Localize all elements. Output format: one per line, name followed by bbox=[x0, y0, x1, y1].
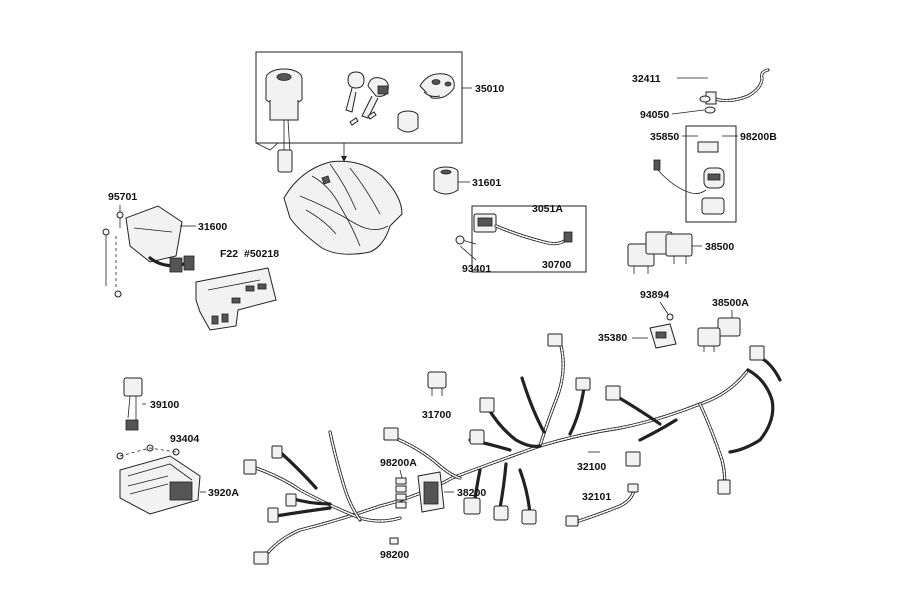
label-31600: 31600 bbox=[198, 221, 227, 233]
label-32100: 32100 bbox=[577, 461, 606, 473]
label-3920A: 3920A bbox=[208, 487, 239, 499]
part-31700: 31700 bbox=[422, 371, 451, 421]
key-icon bbox=[345, 71, 365, 113]
label-F22: F22 bbox=[220, 248, 238, 260]
ignition-switch-kit: 35010 bbox=[255, 51, 504, 173]
relay-38500A-group: 93894 38500A 35380 bbox=[598, 289, 749, 352]
label-31700: 31700 bbox=[422, 409, 451, 421]
label-98200: 98200 bbox=[380, 549, 409, 561]
relay-38500: 38500 bbox=[627, 231, 734, 274]
label-38500A: 38500A bbox=[712, 297, 749, 309]
label-3051A: 3051A bbox=[532, 203, 563, 215]
handlebar-cover bbox=[283, 160, 403, 255]
part-39100: 39100 bbox=[123, 377, 179, 431]
label-50218: #50218 bbox=[244, 248, 279, 260]
label-32101: 32101 bbox=[582, 491, 611, 503]
label-93401: 93401 bbox=[462, 263, 491, 275]
label-95701: 95701 bbox=[108, 191, 137, 203]
label-93894: 93894 bbox=[640, 289, 669, 301]
main-wire-harness: 32100 bbox=[243, 333, 782, 565]
ecu-group: 93404 3920A bbox=[116, 433, 239, 515]
label-31601: 31601 bbox=[472, 177, 501, 189]
label-38500: 38500 bbox=[705, 241, 734, 253]
label-98200A: 98200A bbox=[380, 457, 417, 469]
key-icon bbox=[361, 77, 389, 119]
label-35850: 35850 bbox=[650, 131, 679, 143]
sensor-lead-group: 3051A 30700 93401 bbox=[455, 203, 587, 275]
sub-harness-32101: 32101 bbox=[565, 483, 639, 527]
label-98200B: 98200B bbox=[740, 131, 777, 143]
part-31601: 31601 bbox=[433, 166, 501, 195]
label-35010: 35010 bbox=[475, 83, 504, 95]
label-39100: 39100 bbox=[150, 399, 179, 411]
label-32411: 32411 bbox=[632, 73, 661, 85]
label-93404: 93404 bbox=[170, 433, 199, 445]
label-35380: 35380 bbox=[598, 332, 627, 344]
starter-relay-group: 32411 94050 35850 98200B bbox=[632, 68, 777, 223]
cdi-bracket-group: 95701 31600 F22 #50218 bbox=[102, 191, 279, 331]
fuse-box-group: 98200A 38200 98200 bbox=[380, 457, 486, 561]
label-38200: 38200 bbox=[457, 487, 486, 499]
label-30700: 30700 bbox=[542, 259, 571, 271]
label-94050: 94050 bbox=[640, 109, 669, 121]
